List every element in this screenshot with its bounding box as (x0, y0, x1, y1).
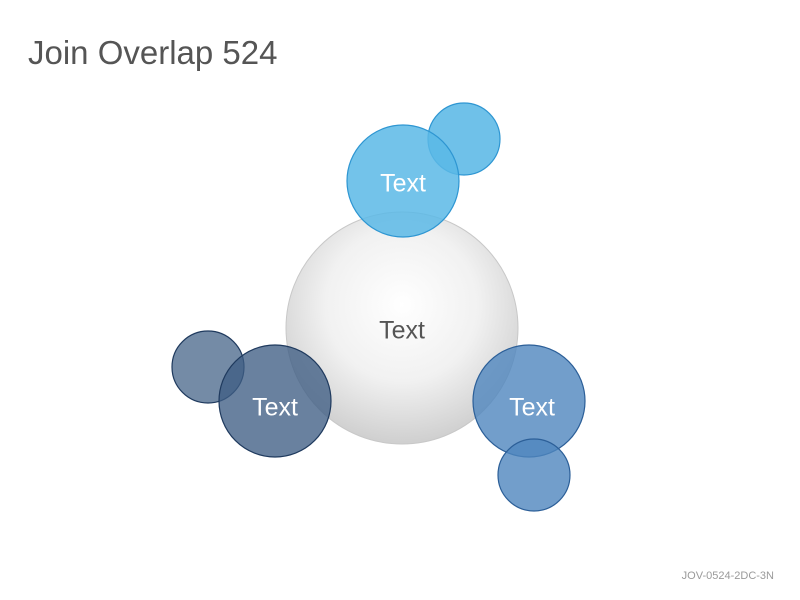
footer-code: JOV-0524-2DC-3N (681, 570, 774, 582)
node-left-label: Text (252, 394, 298, 422)
node-left-circle (218, 344, 332, 458)
node-right-small-circle (497, 438, 571, 512)
center-label: Text (379, 317, 425, 345)
node-right-label: Text (509, 394, 555, 422)
slide-title: Join Overlap 524 (28, 34, 278, 71)
node-left: Text (171, 330, 332, 458)
node-top: Text (346, 102, 501, 238)
node-right: Text (472, 344, 586, 512)
node-top-circle (346, 124, 460, 238)
node-top-label: Text (380, 170, 426, 198)
